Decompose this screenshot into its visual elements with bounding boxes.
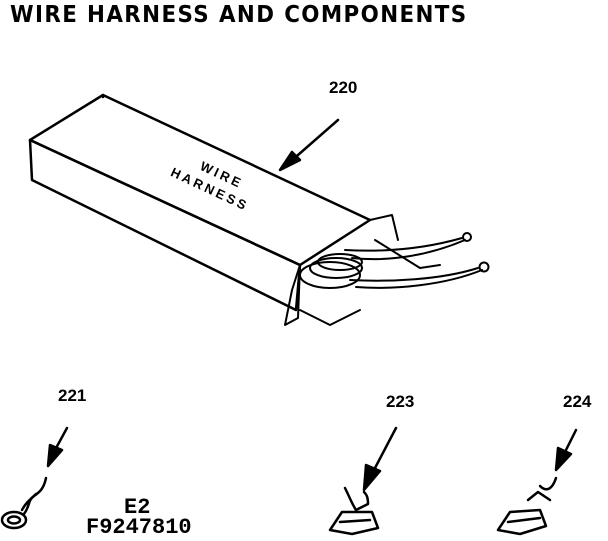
- wire-harness-box: [28, 93, 372, 312]
- diagram-title: WIRE HARNESS AND COMPONENTS: [10, 2, 468, 28]
- arrow-223: [362, 426, 398, 492]
- figure-code-line1: E2: [124, 495, 151, 520]
- ring-terminal-221: [0, 476, 48, 530]
- harness-wires: [284, 214, 490, 326]
- arrow-224: [554, 428, 578, 472]
- callout-221: 221: [58, 386, 87, 405]
- figure-code-line2: F9247810: [86, 515, 192, 540]
- terminal-223: [328, 486, 380, 536]
- arrow-220: [278, 118, 340, 172]
- arrow-221: [46, 426, 69, 468]
- callout-224: 224: [563, 392, 592, 411]
- callout-220: 220: [329, 78, 358, 97]
- terminal-224: [496, 476, 558, 536]
- callout-223: 223: [386, 392, 415, 411]
- box-label: WIRE HARNESS: [168, 158, 251, 214]
